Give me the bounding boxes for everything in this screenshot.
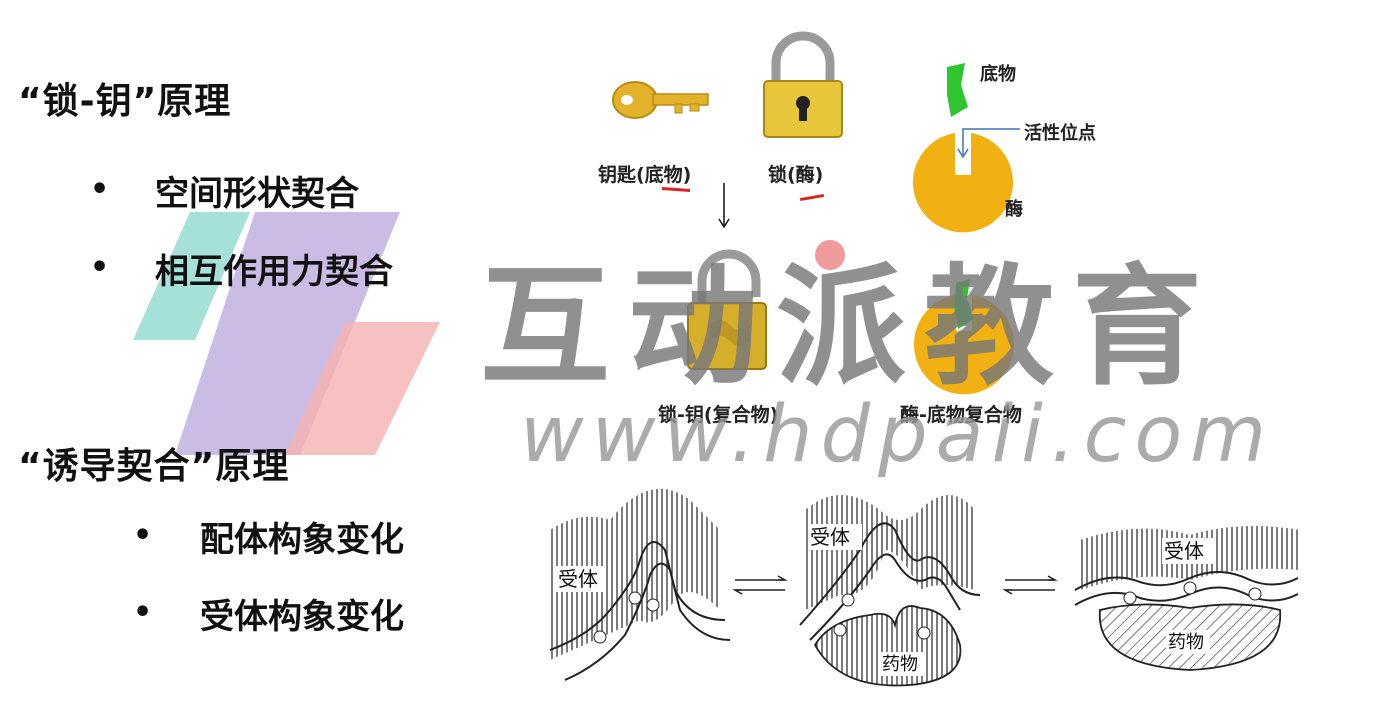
lock-icon <box>763 31 843 138</box>
enzyme-label: 酶 <box>1005 199 1023 220</box>
bullet-dot: • <box>133 595 153 630</box>
active-site-label: 活性位点 <box>1024 123 1096 144</box>
enzyme-substrate-diagram <box>913 63 1020 233</box>
induced-fit-title: “诱导契合”原理 <box>18 446 290 487</box>
enzyme-complex-caption: 酶-底物复合物 <box>900 404 1022 426</box>
decorative-stripes <box>133 212 440 455</box>
drug-label: 药物 <box>882 654 918 675</box>
receptor-label: 受体 <box>810 525 850 549</box>
key-icon <box>612 81 709 119</box>
lock-key-bullet-force: 相互作用力契合 <box>155 252 393 292</box>
induced-fit-bullet-ligand: 配体构象变化 <box>200 520 404 560</box>
lock-key-bullet-shape: 空间形状契合 <box>155 174 359 214</box>
lock-caption: 锁(酶) <box>768 164 824 186</box>
receptor-label: 受体 <box>1164 539 1204 563</box>
induced-fit-diagram: 受体 受体 药物 受体 药物 <box>549 488 1300 687</box>
watermark-brand: 互动派教育 <box>480 251 1221 403</box>
lock-key-title: “锁-钥”原理 <box>18 81 232 122</box>
bullet-dot: • <box>90 172 110 207</box>
red-underline <box>799 193 825 202</box>
red-underline <box>661 187 691 192</box>
induced-fit-bullet-receptor: 受体构象变化 <box>200 597 404 637</box>
receptor-label: 受体 <box>558 567 598 591</box>
enzyme-complex-diagram <box>914 279 1014 395</box>
watermark-url: www.hdpaii.com <box>520 390 1275 480</box>
down-arrow-icon <box>718 183 730 229</box>
bullet-dot: • <box>133 518 153 553</box>
key-caption: 钥匙(底物) <box>598 164 692 186</box>
bullet-dot: • <box>90 250 110 285</box>
watermark-dot-icon <box>815 240 845 270</box>
drug-label: 药物 <box>1168 632 1204 653</box>
complex-caption: 锁-钥(复合物) <box>658 404 779 426</box>
substrate-label: 底物 <box>980 64 1016 85</box>
open-lock-icon <box>687 249 767 370</box>
